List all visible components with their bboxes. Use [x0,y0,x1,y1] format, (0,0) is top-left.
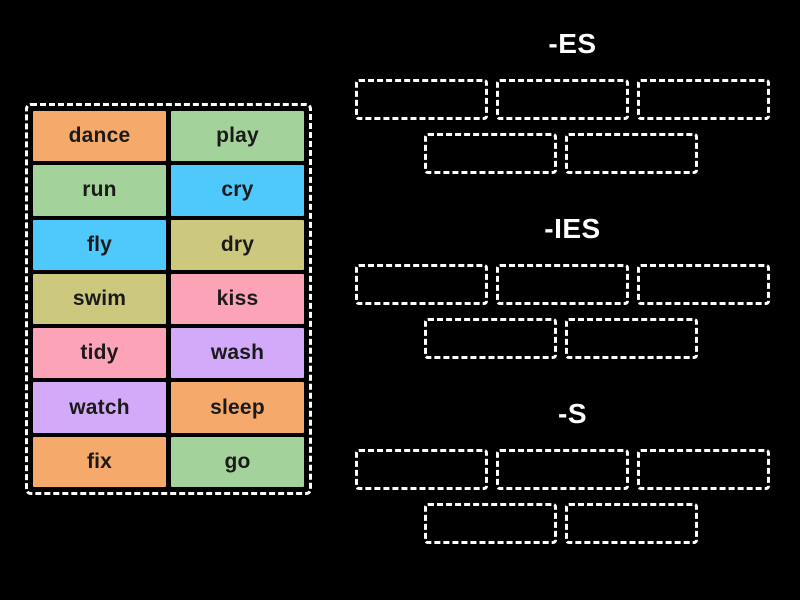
word-tile-label: run [82,178,117,202]
word-tile[interactable]: fly [33,219,166,270]
category-group-s: -S [345,400,775,544]
word-tile-label: dance [68,124,131,148]
word-bank-container: dance play run cry fly dry swim kiss tid… [25,103,312,495]
drop-slot-row [355,449,775,490]
word-tile-label: sleep [210,395,265,419]
drop-slot-row [355,79,775,120]
category-title: -IES [544,213,601,244]
drop-slot[interactable] [424,318,557,359]
word-tile-grid: dance play run cry fly dry swim kiss tid… [33,111,304,487]
drop-slot-row [424,503,775,544]
drop-slot[interactable] [355,449,488,490]
word-tile[interactable]: kiss [171,273,304,325]
drop-slot-row [355,264,775,305]
word-tile[interactable]: dry [171,219,304,270]
category-title: -S [558,398,587,429]
word-tile[interactable]: fix [33,436,166,487]
word-tile[interactable]: wash [171,328,304,379]
drop-slot[interactable] [496,264,629,305]
word-tile[interactable]: sleep [171,382,304,433]
word-tile[interactable]: swim [33,273,166,325]
drop-slot[interactable] [565,503,698,544]
word-tile-label: wash [210,341,265,365]
drop-slot[interactable] [424,503,557,544]
word-tile-label: cry [221,178,254,202]
drop-slot[interactable] [424,133,557,174]
word-tile[interactable]: watch [33,382,166,433]
word-tile-label: fly [86,232,113,256]
drop-slot[interactable] [637,79,770,120]
word-tile-label: fix [86,449,113,473]
category-group-es: -ES [345,30,775,174]
drop-slot[interactable] [355,79,488,120]
drop-slot[interactable] [496,79,629,120]
word-tile-label: swim [72,286,127,310]
word-tile-label: go [224,449,251,473]
drop-slot[interactable] [565,133,698,174]
drop-slot-row [424,318,775,359]
drop-slot[interactable] [355,264,488,305]
drop-slot[interactable] [637,449,770,490]
word-tile[interactable]: tidy [33,328,166,379]
word-tile[interactable]: play [171,111,304,162]
category-title: -ES [548,28,597,59]
word-tile[interactable]: run [33,165,166,216]
drop-slot[interactable] [637,264,770,305]
drop-slot[interactable] [565,318,698,359]
drop-slot-row [424,133,775,174]
category-group-ies: -IES [345,215,775,359]
word-tile[interactable]: cry [171,165,304,216]
word-tile-label: kiss [216,286,259,310]
word-tile-label: play [216,124,259,148]
drop-slot[interactable] [496,449,629,490]
word-tile[interactable]: dance [33,111,166,162]
word-tile-label: dry [220,232,255,256]
word-tile-label: tidy [80,341,119,365]
word-tile[interactable]: go [171,436,304,487]
word-tile-label: watch [69,395,130,419]
